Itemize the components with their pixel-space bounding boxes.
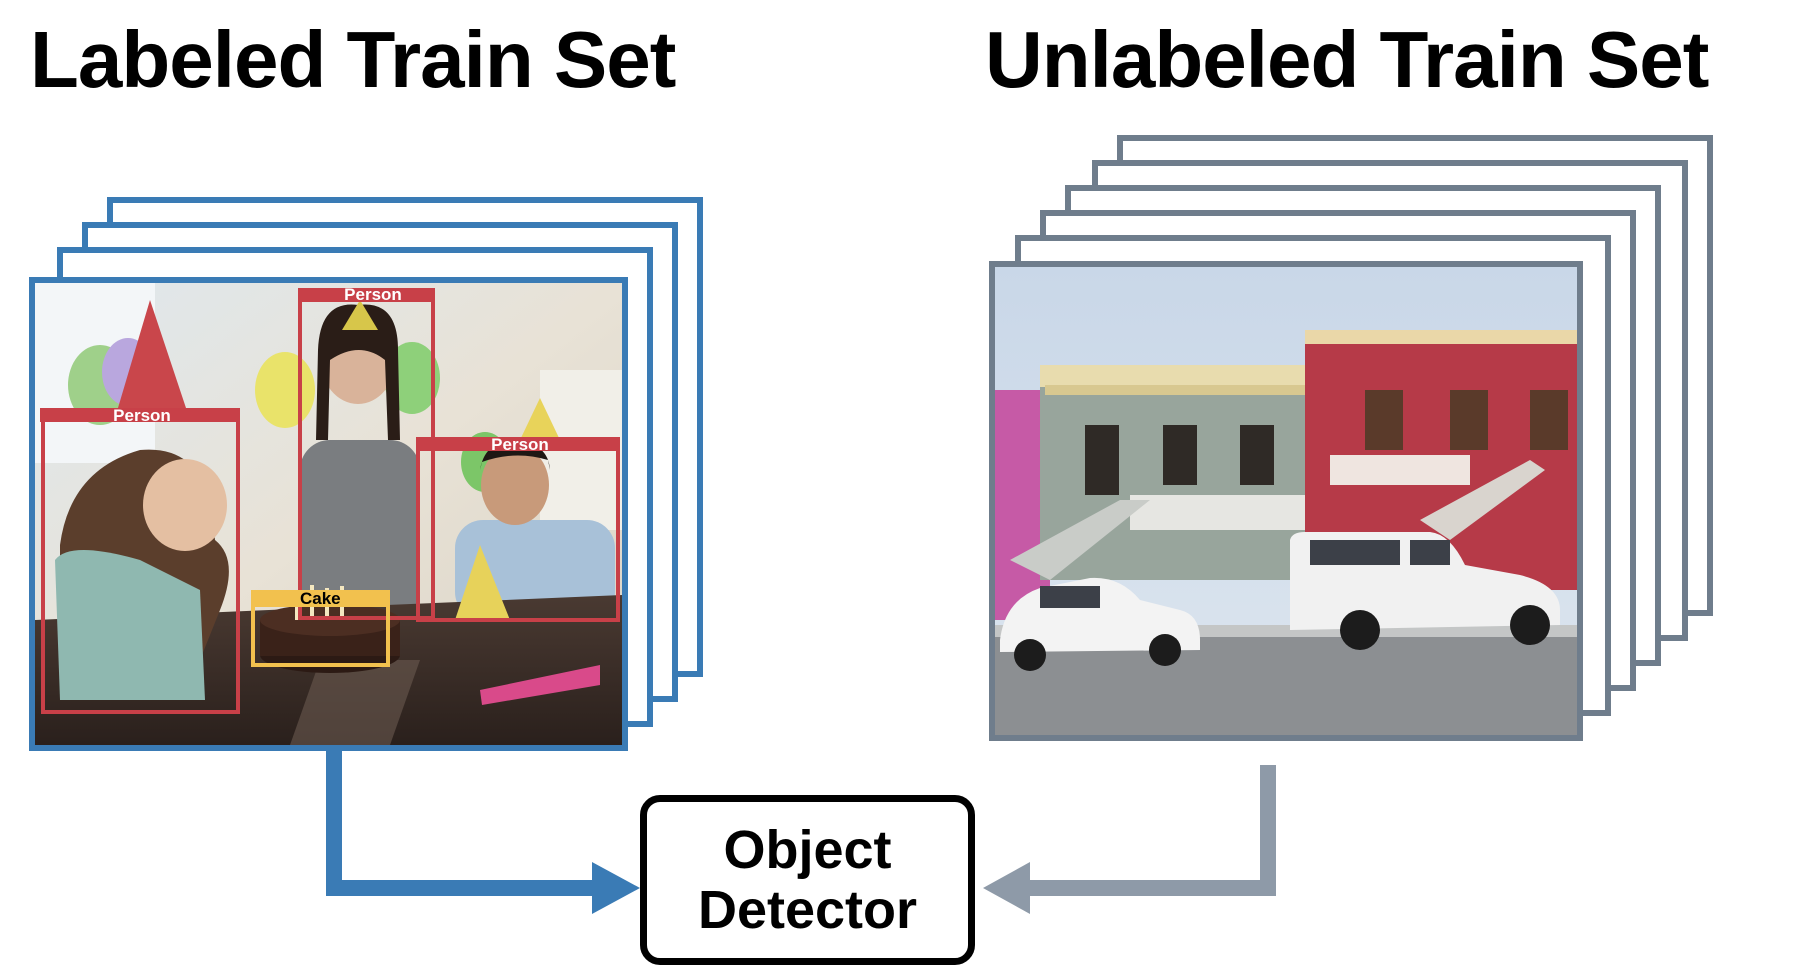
object-detector-box: Object Detector xyxy=(640,795,975,965)
labeled-image-stack: Person Person Person Cake xyxy=(29,197,703,751)
unlabeled-arrow xyxy=(983,765,1276,914)
object-detector-label: Object Detector xyxy=(697,820,918,940)
bbox-person-2-label: Person xyxy=(344,285,402,304)
labeled-arrow xyxy=(326,750,640,914)
bbox-person-1-label: Person xyxy=(113,406,171,425)
white-hatchback-car xyxy=(1000,577,1200,671)
unlabeled-arrow-head xyxy=(983,862,1030,914)
labeled-train-set-title: Labeled Train Set xyxy=(30,15,676,104)
street-cars-photo xyxy=(995,267,1577,735)
bbox-cake-label: Cake xyxy=(300,589,341,608)
birthday-party-photo xyxy=(35,283,622,745)
bbox-cake: Cake xyxy=(251,589,390,667)
unlabeled-train-set-title: Unlabeled Train Set xyxy=(985,15,1709,104)
white-pickup-truck xyxy=(1290,532,1560,650)
bbox-person-3: Person xyxy=(416,435,620,622)
unlabeled-image-stack xyxy=(989,135,1713,741)
labeled-arrow-head xyxy=(592,862,640,914)
bbox-person-1: Person xyxy=(40,406,240,714)
bbox-person-3-label: Person xyxy=(491,435,549,454)
bbox-person-2: Person xyxy=(298,285,435,620)
